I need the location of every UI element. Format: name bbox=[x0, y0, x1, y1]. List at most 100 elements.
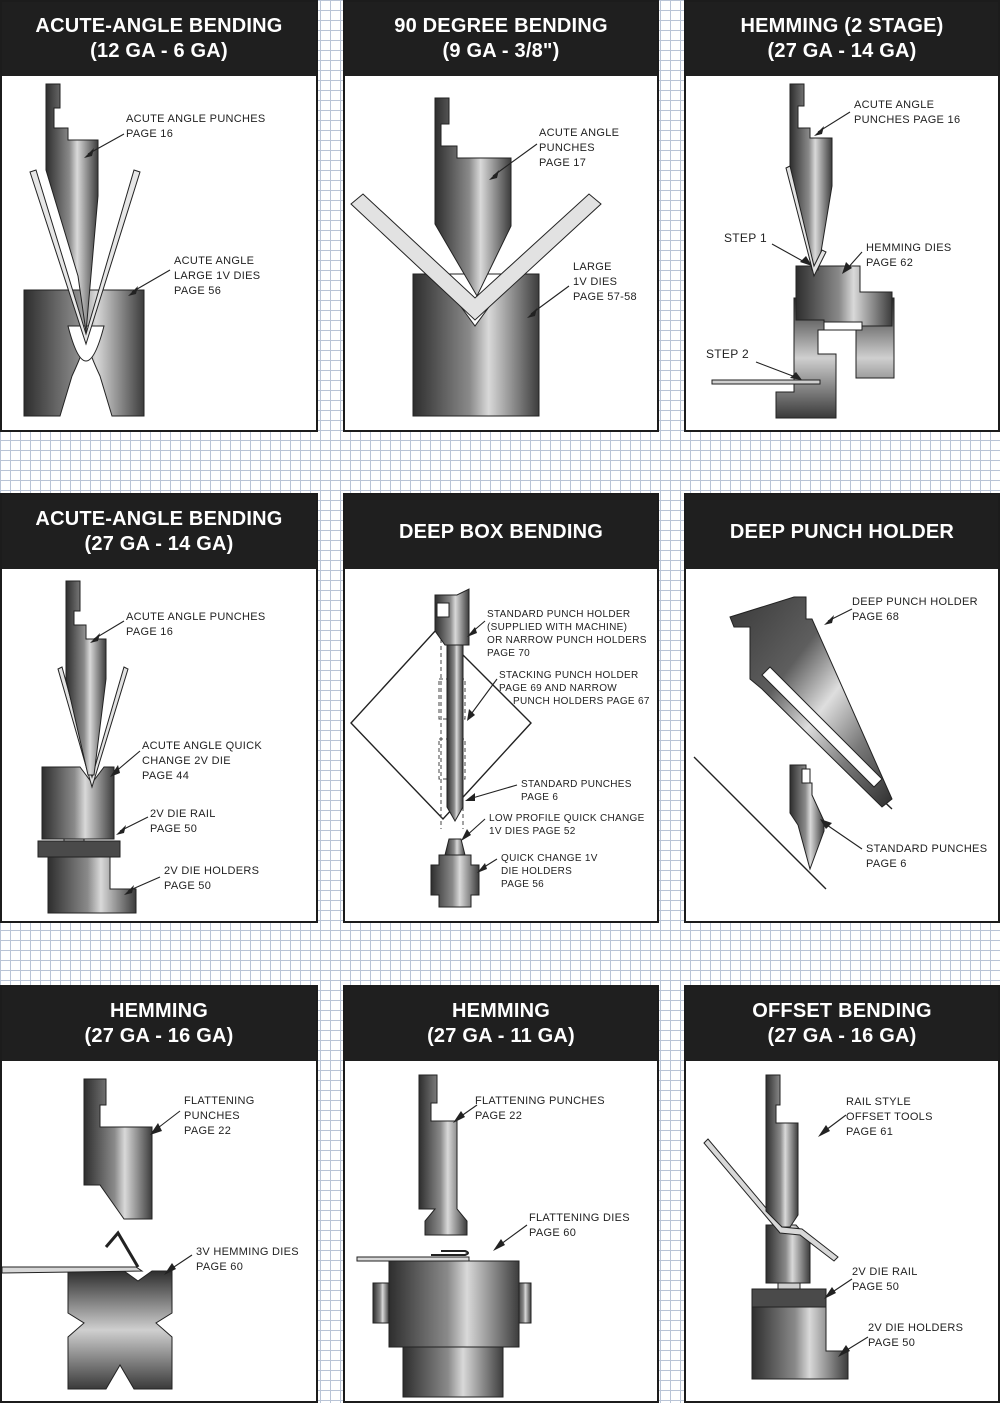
leader-line bbox=[755, 361, 799, 379]
leader-line bbox=[127, 876, 161, 892]
hemming-die-upper bbox=[795, 265, 893, 327]
hemming-11ga-diagram: FLATTENING PUNCHES PAGE 22 FLATTENING DI… bbox=[356, 1074, 630, 1398]
panel-90-degree: 90 DEGREE BENDING (9 GA - 3/8") ACUTE AN… bbox=[343, 0, 659, 432]
panel-subtitle-line: (27 GA - 14 GA) bbox=[84, 533, 234, 555]
label-dies-type: LARGE 1V DIES bbox=[174, 270, 260, 282]
label-stacking: STACKING PUNCH HOLDER bbox=[499, 670, 638, 681]
sheet-metal bbox=[57, 666, 129, 789]
panel-title-line: HEMMING bbox=[109, 1000, 209, 1022]
diagram-area: ACUTE ANGLE PUNCHES PAGE 16 ACUTE ANGLE … bbox=[2, 76, 316, 430]
panel-hemming-2-stage: HEMMING (2 STAGE) (27 GA - 14 GA) ACUTE … bbox=[684, 0, 1000, 432]
acute-angle-punch bbox=[789, 83, 833, 271]
label-quick-change: ACUTE ANGLE QUICK bbox=[142, 740, 262, 752]
holder-slot bbox=[761, 666, 883, 788]
panel-deep-box: DEEP BOX BENDING STANDARD PUNCH HOLDER (… bbox=[343, 493, 659, 923]
arrow-icon bbox=[465, 793, 475, 801]
label-holder: STANDARD PUNCH HOLDER bbox=[487, 609, 630, 620]
label-standard-punches: STANDARD PUNCHES bbox=[866, 843, 987, 855]
label-deep-holder: DEEP PUNCH HOLDER bbox=[852, 596, 978, 608]
quick-change-die-holder bbox=[430, 854, 480, 908]
sheet-metal-step1 bbox=[785, 165, 827, 278]
panel-offset-bending: OFFSET BENDING (27 GA - 16 GA) RAIL STYL… bbox=[684, 985, 1000, 1403]
sheet-metal bbox=[703, 1138, 839, 1262]
arrow-icon bbox=[824, 615, 834, 625]
label-punches-page: PAGE 16 bbox=[126, 626, 173, 638]
panel-hemming-11ga: HEMMING (27 GA - 11 GA) FLATTENING PUNCH… bbox=[343, 985, 659, 1403]
arrow-icon bbox=[150, 1123, 162, 1135]
label-step-2: STEP 2 bbox=[706, 347, 749, 361]
label-hemming-dies: HEMMING DIES bbox=[866, 242, 952, 254]
panel-acute-angle-light: ACUTE-ANGLE BENDING (27 GA - 14 GA) ACUT… bbox=[0, 493, 318, 923]
flattening-die bbox=[388, 1260, 520, 1348]
deep-punch-holder-diagram: DEEP PUNCH HOLDER PAGE 68 STANDARD PUNCH… bbox=[693, 596, 987, 890]
panel-subtitle-line: (27 GA - 16 GA) bbox=[767, 1025, 917, 1047]
acute-light-diagram: ACUTE ANGLE PUNCHES PAGE 16 ACUTE ANGLE … bbox=[37, 580, 266, 914]
label-holder-narrow: OR NARROW PUNCH HOLDERS bbox=[487, 635, 647, 646]
leader-line bbox=[823, 822, 863, 850]
hem-flange bbox=[104, 1230, 140, 1268]
panel-title-line: ACUTE-ANGLE BENDING bbox=[35, 508, 283, 530]
panel-title-line: HEMMING (2 STAGE) bbox=[740, 15, 944, 37]
panel-title: OFFSET BENDING (27 GA - 16 GA) bbox=[686, 987, 998, 1061]
hemming-2-stage-diagram: ACUTE ANGLE PUNCHES PAGE 16 HEMMING DIES… bbox=[706, 83, 960, 419]
box-workpiece bbox=[350, 627, 532, 821]
leader-line bbox=[87, 133, 125, 155]
arrow-icon bbox=[128, 286, 138, 296]
arrow-icon bbox=[790, 372, 802, 380]
arrow-icon bbox=[818, 1125, 830, 1137]
label-punches: ACUTE ANGLE PUNCHES bbox=[126, 611, 266, 623]
deep-box-diagram: STANDARD PUNCH HOLDER (SUPPLIED WITH MAC… bbox=[350, 588, 650, 908]
label-die-rail-page: PAGE 50 bbox=[150, 823, 197, 835]
acute-angle-punch bbox=[434, 97, 512, 298]
panel-title: ACUTE-ANGLE BENDING (12 GA - 6 GA) bbox=[2, 2, 316, 76]
label-die-rail-page: PAGE 50 bbox=[852, 1281, 899, 1293]
label-flattening-dies: FLATTENING DIES bbox=[529, 1212, 630, 1224]
arrow-icon bbox=[477, 863, 487, 873]
sheet-metal bbox=[356, 1256, 470, 1262]
label-punches-type: PUNCHES bbox=[539, 142, 595, 154]
sheet-metal bbox=[350, 193, 602, 321]
leader-line bbox=[492, 143, 538, 177]
arrow-icon bbox=[842, 262, 852, 274]
panel-hemming-16ga: HEMMING (27 GA - 16 GA) FLATTENING PUNCH… bbox=[0, 985, 318, 1403]
2v-die-holder bbox=[751, 1306, 849, 1380]
acute-angle-punch bbox=[45, 83, 99, 333]
panel-title-line: HEMMING bbox=[451, 1000, 551, 1022]
arrow-icon bbox=[116, 825, 126, 835]
panel-title: 90 DEGREE BENDING (9 GA - 3/8") bbox=[345, 2, 657, 76]
flattening-punch bbox=[418, 1074, 468, 1236]
label-punches: ACUTE ANGLE bbox=[539, 127, 619, 139]
label-die-holders: QUICK CHANGE 1V bbox=[501, 853, 598, 864]
label-flattening-punches-page: PAGE 22 bbox=[475, 1110, 522, 1122]
label-standard-punches-page: PAGE 6 bbox=[521, 792, 558, 803]
hemming-slot bbox=[823, 321, 863, 331]
quick-change-1v-die bbox=[444, 838, 466, 856]
label-deep-holder-page: PAGE 68 bbox=[852, 611, 899, 623]
arrow-icon bbox=[461, 829, 471, 841]
arrow-icon bbox=[467, 627, 477, 637]
diagram-area: ACUTE ANGLE PUNCHES PAGE 16 ACUTE ANGLE … bbox=[2, 569, 316, 921]
standard-punch bbox=[446, 644, 464, 823]
label-die-holders-page: PAGE 50 bbox=[164, 880, 211, 892]
label-die-holders-page: PAGE 50 bbox=[868, 1337, 915, 1349]
die-end-block-left bbox=[372, 1282, 390, 1324]
panel-title: HEMMING (27 GA - 16 GA) bbox=[2, 987, 316, 1061]
diagram-area: STANDARD PUNCH HOLDER (SUPPLIED WITH MAC… bbox=[345, 569, 657, 921]
diagram-area: FLATTENING PUNCHES PAGE 22 FLATTENING DI… bbox=[345, 1061, 657, 1401]
leader-line bbox=[131, 269, 171, 293]
label-holder-page: PAGE 70 bbox=[487, 648, 530, 659]
ninety-degree-diagram: ACUTE ANGLE PUNCHES PAGE 17 LARGE 1V DIE… bbox=[350, 97, 637, 417]
label-flattening-page: PAGE 22 bbox=[184, 1125, 231, 1137]
hemming-16ga-diagram: FLATTENING PUNCHES PAGE 22 3V HEMMING DI… bbox=[2, 1078, 299, 1390]
leader-line bbox=[468, 784, 518, 800]
punch-clamp bbox=[801, 768, 811, 784]
label-low-profile-page: 1V DIES PAGE 52 bbox=[489, 826, 576, 837]
rail-notch bbox=[777, 1282, 801, 1290]
arrow-icon bbox=[124, 885, 134, 895]
arrow-icon bbox=[824, 1287, 836, 1299]
arrow-icon bbox=[164, 1263, 176, 1275]
panel-subtitle-line: (9 GA - 3/8") bbox=[442, 40, 560, 62]
label-rail-style: RAIL STYLE bbox=[846, 1096, 911, 1108]
diagram-area: ACUTE ANGLE PUNCHES PAGE 17 LARGE 1V DIE… bbox=[345, 76, 657, 430]
label-die-holders: 2V DIE HOLDERS bbox=[868, 1322, 963, 1334]
